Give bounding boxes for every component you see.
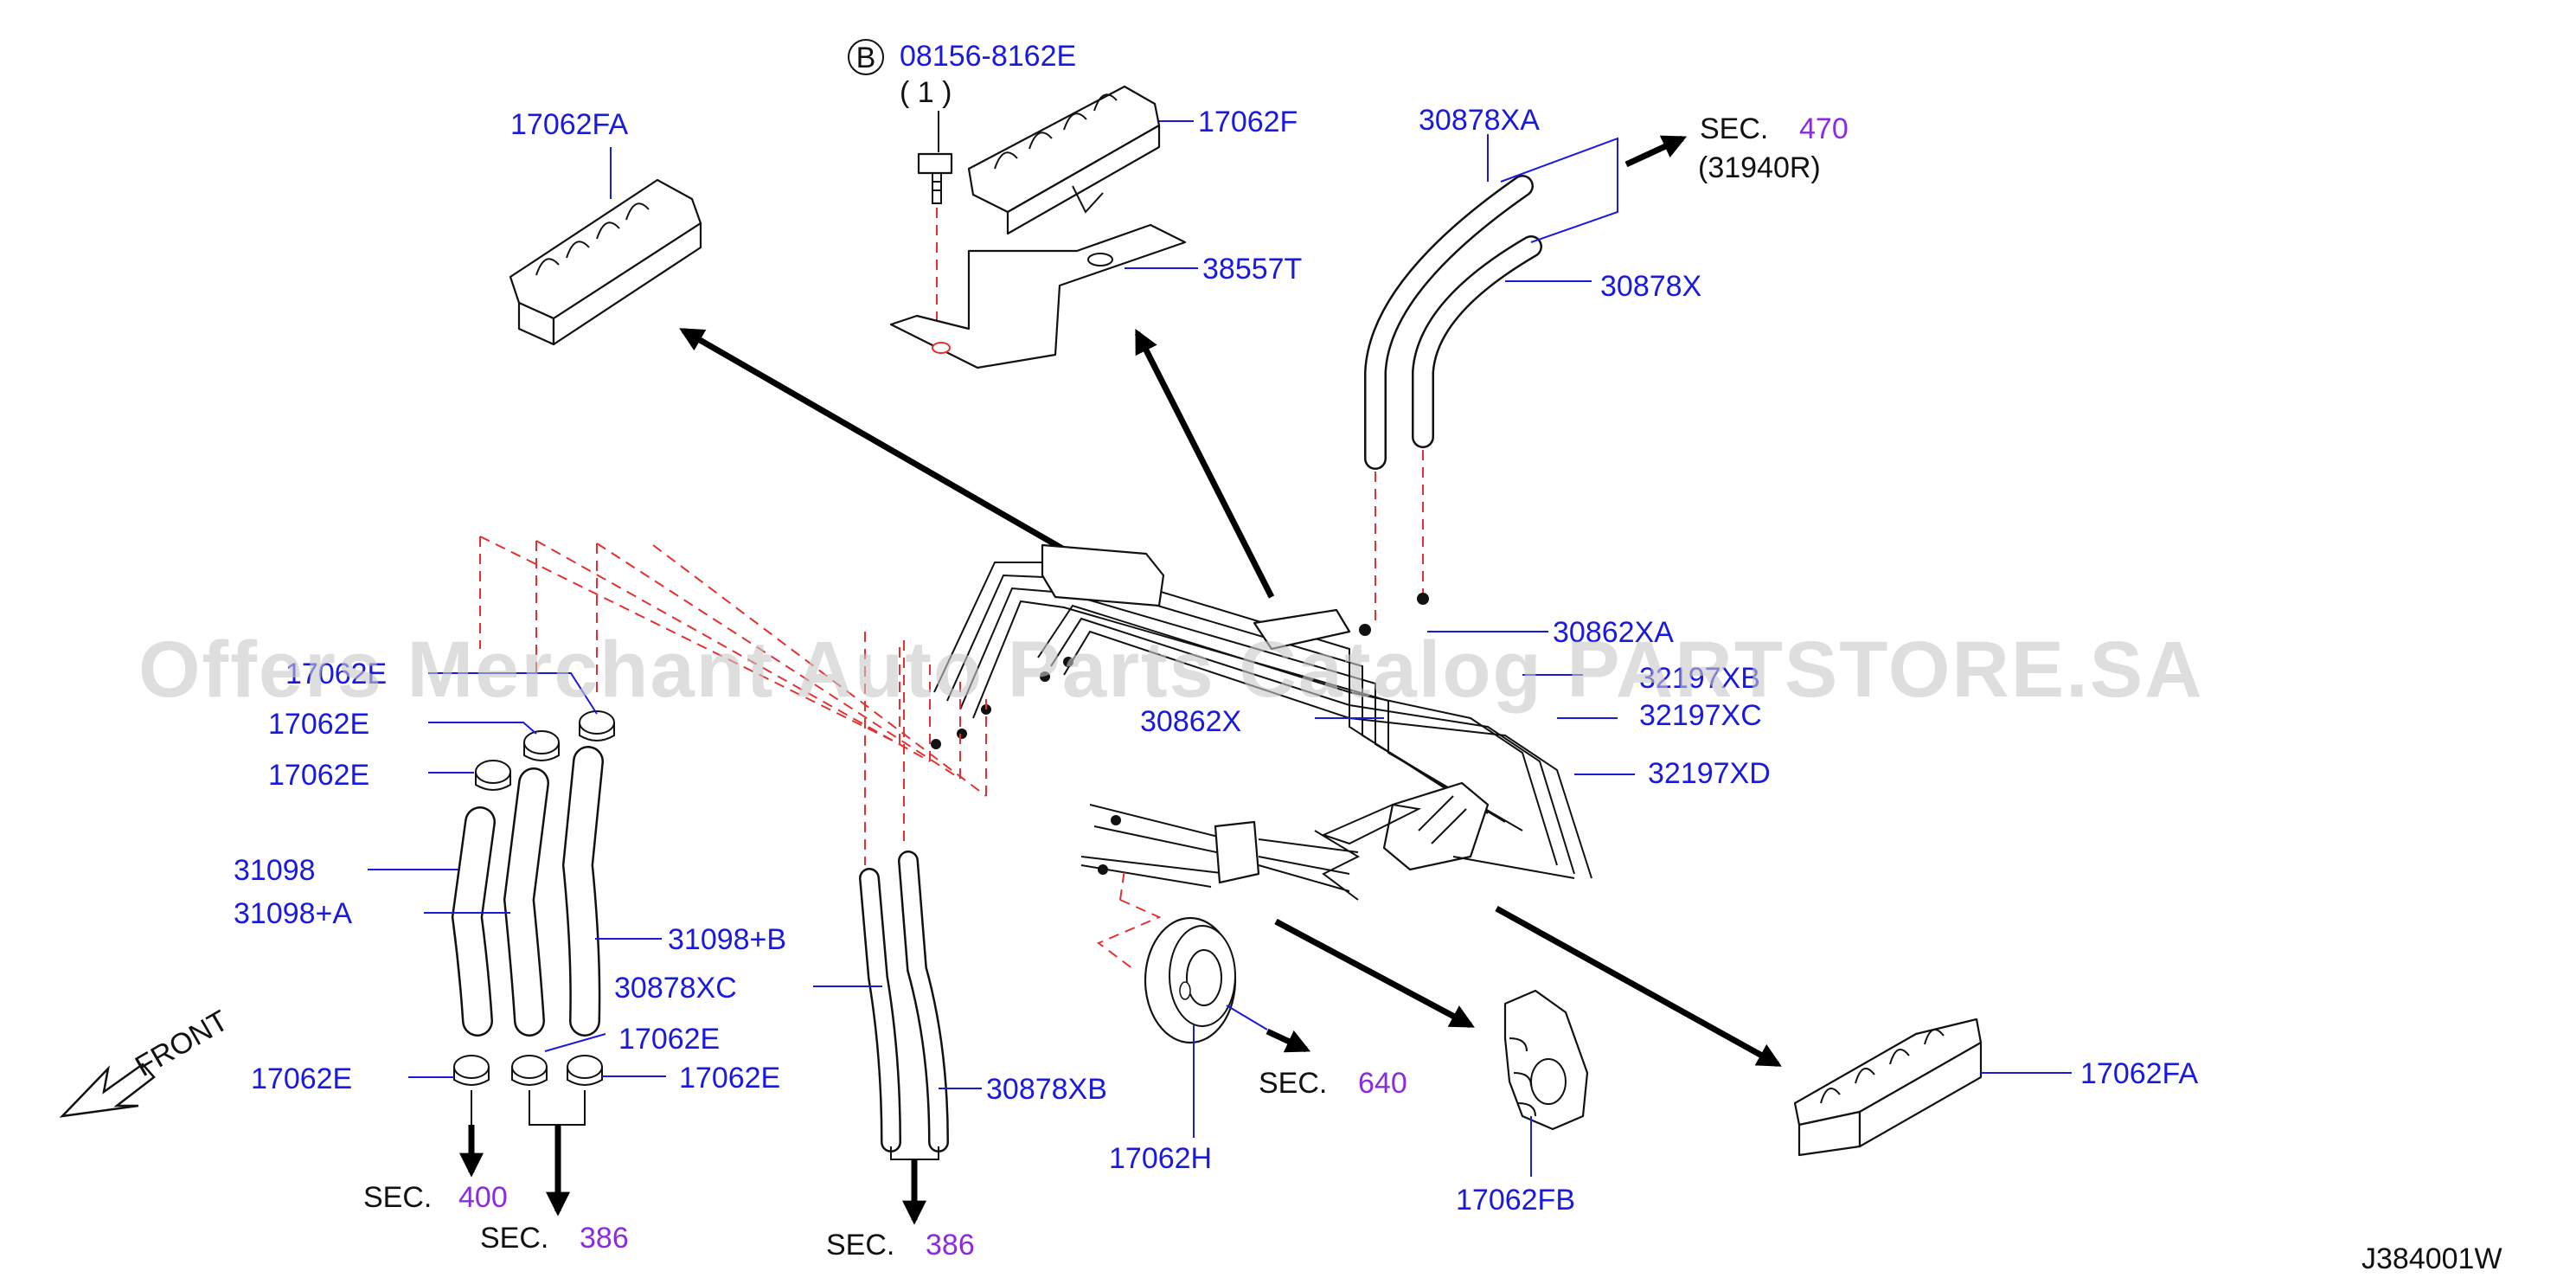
bolt-circle-letter: B [856, 42, 876, 74]
figure-id: J384001W [2361, 1242, 2502, 1275]
label-30878XC: 30878XC [614, 972, 737, 1005]
hose-30878XC[interactable] [859, 868, 901, 1152]
dashed-guides-left [479, 536, 1162, 970]
bolt-icon [917, 152, 953, 204]
label-17062FA-top: 17062FA [510, 108, 628, 141]
sec386b-prefix: SEC. [826, 1229, 894, 1262]
label-38557T: 38557T [1202, 253, 1302, 286]
label-17062E-5: 17062E [618, 1023, 720, 1056]
clamp-17062E-1[interactable] [579, 710, 615, 742]
grommet-17062H[interactable] [1144, 916, 1237, 1044]
sec400-number[interactable]: 400 [458, 1181, 508, 1214]
label-31098: 31098 [234, 854, 316, 887]
sec470-sub: (31940R) [1698, 151, 1821, 184]
label-30878X: 30878X [1600, 270, 1701, 303]
label-32197XB: 32197XB [1639, 662, 1760, 695]
hose-30878XB[interactable] [898, 851, 949, 1152]
clip-17062FB[interactable] [1503, 989, 1589, 1131]
sec386a-number[interactable]: 386 [580, 1222, 629, 1255]
bolt-part[interactable]: B [848, 39, 884, 75]
label-17062F: 17062F [1198, 106, 1298, 138]
clamp-17062E-2[interactable] [523, 730, 560, 761]
label-17062E-1: 17062E [285, 658, 387, 690]
label-17062E-6: 17062E [679, 1062, 780, 1095]
clip-17062F[interactable] [967, 85, 1161, 235]
hose-31098A[interactable] [503, 767, 549, 1037]
front-label: FRONT [130, 1004, 234, 1082]
label-30862XA: 30862XA [1553, 616, 1674, 649]
hose-31098B[interactable] [561, 746, 604, 1037]
clamp-17062E-4[interactable] [453, 1055, 490, 1086]
sec400-prefix: SEC. [363, 1181, 432, 1214]
label-31098A: 31098+A [234, 897, 352, 930]
hose-30878X[interactable] [1412, 235, 1542, 448]
clip-17062FA-bottom[interactable] [1793, 1018, 1983, 1157]
bracket-38557T[interactable] [889, 223, 1187, 369]
label-bolt-part-no: 08156-8162E [900, 40, 1076, 73]
label-17062E-4: 17062E [251, 1063, 352, 1095]
label-bolt-qty: ( 1 ) [900, 76, 952, 109]
hose-30878XA[interactable] [1364, 175, 1534, 470]
clamp-17062E-3[interactable] [475, 760, 511, 791]
clip-17062FA-top[interactable] [509, 178, 702, 346]
hose-31098[interactable] [451, 806, 496, 1037]
label-17062H: 17062H [1109, 1142, 1212, 1175]
sec386a-prefix: SEC. [480, 1222, 548, 1255]
label-32197XC: 32197XC [1639, 699, 1762, 732]
sec470-prefix: SEC. [1700, 112, 1768, 145]
label-30878XB: 30878XB [986, 1073, 1107, 1106]
label-30878XA: 30878XA [1419, 104, 1540, 137]
tube-ends-left [1080, 804, 1361, 901]
sec640-prefix: SEC. [1259, 1067, 1327, 1100]
label-32197XD: 32197XD [1648, 757, 1771, 790]
label-17062FA-bottom: 17062FA [2080, 1057, 2198, 1090]
clamp-17062E-5[interactable] [511, 1055, 548, 1086]
clamp-17062E-6[interactable] [567, 1055, 603, 1086]
watermark: Offers Merchant Auto Parts Catalog PARTS… [138, 626, 2204, 714]
front-arrow-icon [59, 1063, 156, 1118]
label-17062FB: 17062FB [1456, 1184, 1575, 1217]
sec386b-number[interactable]: 386 [926, 1229, 975, 1262]
sec640-number[interactable]: 640 [1358, 1067, 1407, 1100]
sec470-number[interactable]: 470 [1799, 112, 1849, 145]
label-31098B: 31098+B [668, 923, 786, 956]
label-30862X: 30862X [1140, 705, 1241, 738]
label-17062E-3: 17062E [268, 759, 369, 792]
label-17062E-2: 17062E [268, 708, 369, 741]
tube-bundle-30862X[interactable] [933, 543, 1592, 879]
